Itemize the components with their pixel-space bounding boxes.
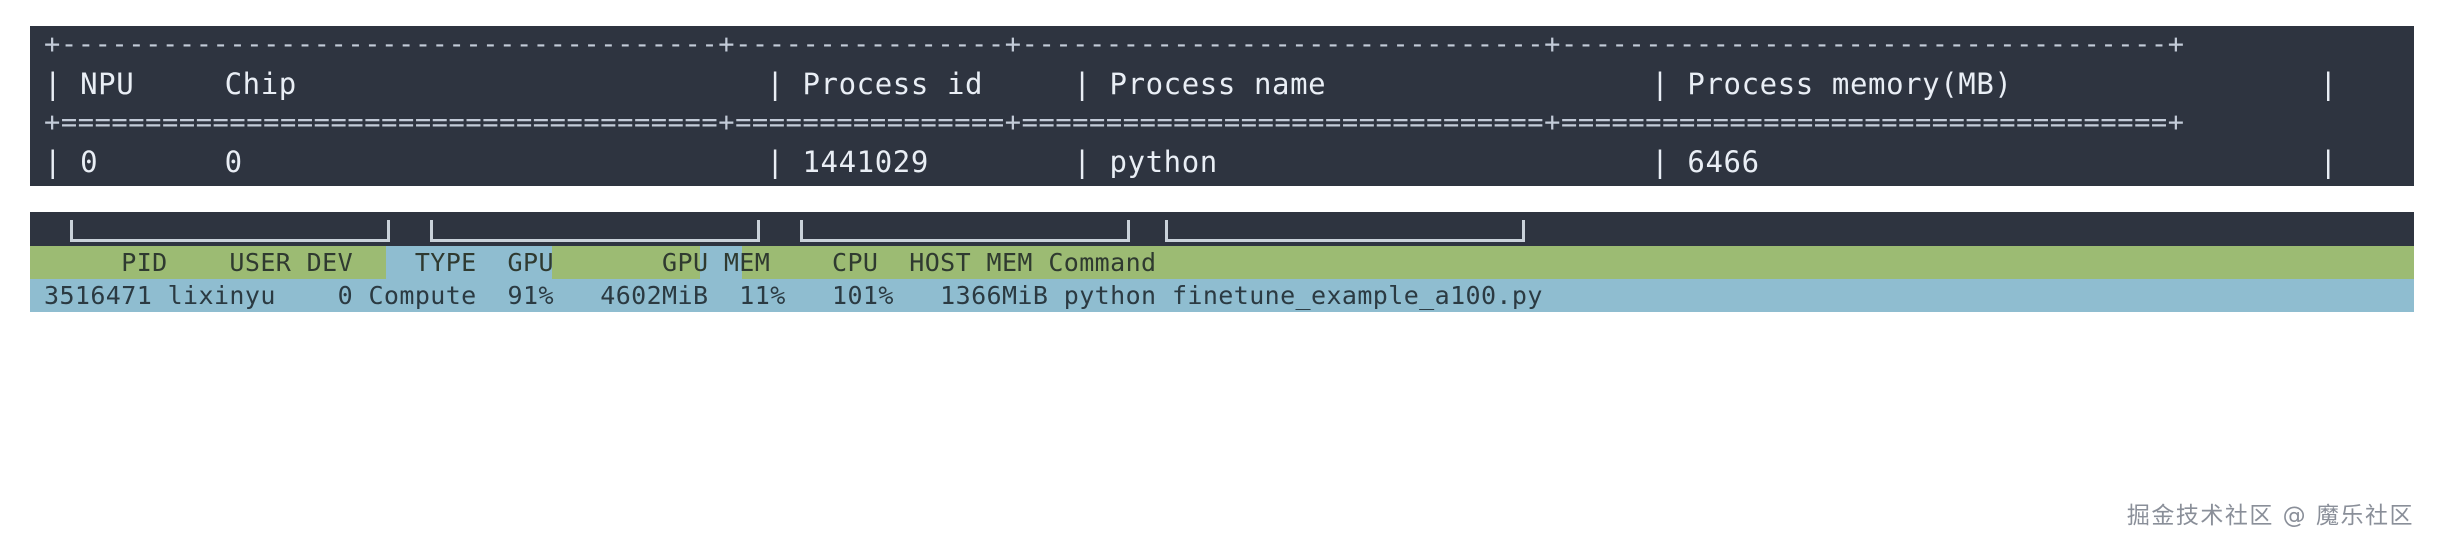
header-band-green-3 [742, 246, 2414, 279]
frame-segment-4 [1165, 220, 1525, 242]
table-row: | 0 0 | 1441029 | python | 6466 | [44, 145, 2338, 179]
npu-smi-table-panel: +---------------------------------------… [30, 26, 2414, 186]
header-band-green-1 [30, 246, 386, 279]
header-band-blue-2 [700, 246, 742, 279]
frame-segment-3 [800, 220, 1130, 242]
table-header-row: | NPU Chip | Process id | Process name |… [44, 67, 2338, 101]
frame-segment-1 [70, 220, 390, 242]
process-header-labels: PID USER DEV TYPE GPU GPU MEM CPU HOST M… [44, 248, 1157, 277]
frame-segment-2 [430, 220, 760, 242]
header-band-blue-1 [386, 246, 552, 279]
table-border-top: +---------------------------------------… [44, 29, 2185, 60]
process-row-values: 3516471 lixinyu 0 Compute 91% 4602MiB 11… [44, 281, 1543, 310]
table-border-middle: +=======================================… [44, 107, 2185, 138]
process-table-row: 3516471 lixinyu 0 Compute 91% 4602MiB 11… [30, 279, 2414, 312]
header-band-green-2 [552, 246, 700, 279]
nvitop-process-panel: PID USER DEV TYPE GPU GPU MEM CPU HOST M… [30, 212, 2414, 312]
process-table-header: PID USER DEV TYPE GPU GPU MEM CPU HOST M… [30, 246, 2414, 279]
panel-frame-segments [30, 212, 2414, 246]
watermark-text: 掘金技术社区 @ 魔乐社区 [2126, 503, 2414, 529]
